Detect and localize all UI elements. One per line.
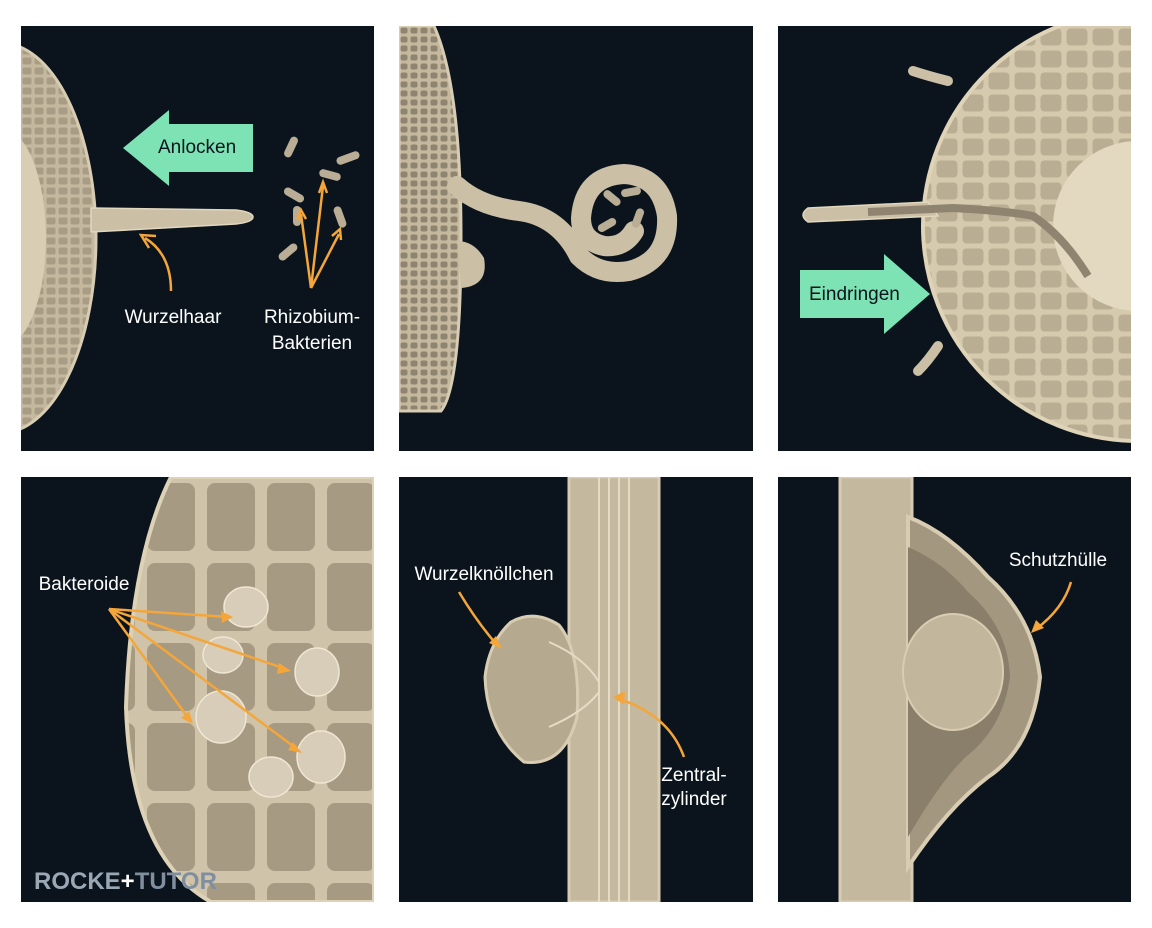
panel-sheath: Schutzhülle (778, 477, 1131, 902)
logo-text-rocke: ROCKE (34, 868, 121, 895)
bacteroid-arrowheads (181, 611, 302, 753)
logo-text-tutor: TUTOR (134, 868, 217, 895)
sheath-pointer (1035, 581, 1073, 631)
bacteroids-illustration (107, 477, 374, 902)
invasion-arrow-label: Eindringen (809, 284, 900, 305)
central-cylinder (1053, 141, 1131, 311)
bacteroids-label: Bakteroide (38, 574, 130, 595)
nodule-illustration (457, 477, 686, 902)
root-stem (567, 477, 661, 902)
cell-tissue (123, 477, 374, 902)
stele-label-line1: Zentral- (661, 765, 727, 786)
logo-plus: + (120, 868, 135, 895)
sheath-label: Schutzhülle (1008, 550, 1108, 571)
curled-root-hair (447, 163, 678, 282)
infection-thread (867, 203, 1092, 279)
stele-strands (598, 477, 630, 902)
attract-arrow (123, 110, 253, 186)
vascular-connections (548, 641, 600, 728)
stele-label-line2: zylinder (661, 789, 727, 810)
panel-bacteroids: Bakteroide (21, 477, 374, 902)
bacteroid-bodies (195, 586, 346, 798)
nodule-label: Wurzelknöllchen (414, 564, 554, 585)
nodule-core (902, 613, 1004, 731)
nodule-pointer (457, 591, 498, 646)
bacteria-label-line2: Bakterien (271, 333, 353, 354)
root-nodule (483, 614, 580, 764)
root-hair-label: Wurzelhaar (124, 307, 222, 328)
bacteria-label-line1: Rhizobium- (263, 307, 361, 328)
panel-nodule: Wurzelknöllchen Zentral- zylinder (399, 477, 753, 902)
attract-arrow-label: Anlocken (158, 137, 237, 158)
invasion-arrow (800, 254, 930, 334)
sheath-illustration (838, 477, 1073, 902)
root-hair-pointer (144, 236, 173, 292)
root-core (21, 139, 46, 337)
curling-illustration (399, 26, 678, 413)
lower-root-hair (913, 341, 943, 376)
panel-invasion: Eindringen (778, 26, 1131, 451)
panel-curling (399, 26, 753, 451)
root-hair-base (457, 241, 485, 288)
root-stem (838, 477, 914, 902)
attraction-illustration (21, 45, 360, 431)
bacteria-pointers (295, 178, 343, 289)
rocketutor-logo: ROCKE+TUTOR (34, 868, 217, 896)
rhizobium-bacteria (278, 136, 360, 261)
trapped-bacteria (597, 186, 645, 232)
root-cross-section (921, 26, 1131, 443)
invasion-illustration (800, 26, 1131, 443)
stele-pointer (618, 697, 686, 758)
upper-root-hair (908, 66, 953, 86)
root-surface (399, 26, 463, 413)
root-cross-section (21, 45, 98, 431)
panel-attraction: Anlocken Wurzelhaar Rhizobium- Bakterien (21, 26, 374, 451)
bacteroid-pointers (107, 607, 298, 751)
root-hair (90, 207, 254, 233)
